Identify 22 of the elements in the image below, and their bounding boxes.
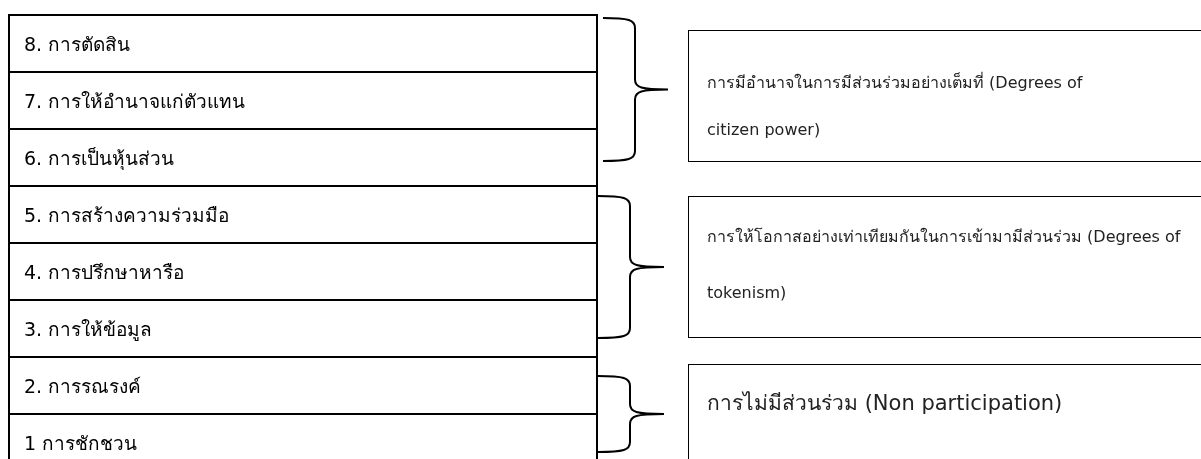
description-text: การมีอำนาจในการมีส่วนร่วมอย่างเต็มที่ (Degrees of citizen power)	[707, 71, 1084, 141]
rung-label: 2. การรณรงค์	[24, 373, 142, 399]
ladder-rung-box	[8, 413, 598, 459]
ladder-rung-box	[8, 356, 598, 415]
ladder-rung-box	[8, 242, 598, 301]
rung-label: 1 การชักชวน	[24, 431, 138, 456]
description-text: การให้โอกาสอย่างเท่าเทียมกันในการเข้ามามีส่วนร่วม (Degrees of tokenism)	[707, 226, 1182, 304]
description-box	[688, 364, 1201, 459]
rung-label: 6. การเป็นหุ้นส่วน	[24, 145, 175, 172]
ladder-rung-box	[8, 14, 598, 73]
ladder-rung-box	[8, 185, 598, 244]
rung-label: 5. การสร้างความร่วมมือ	[24, 202, 230, 228]
rung-label: 4. การปรึกษาหารือ	[24, 259, 185, 285]
rung-label: 7. การให้อำนาจแก่ตัวแทน	[24, 88, 246, 114]
ladder-rung-box	[8, 299, 598, 358]
rung-label: 3. การให้ข้อมูล	[24, 316, 153, 343]
description-box	[688, 196, 1201, 338]
description-text: การไม่มีส่วนร่วม (Non participation)	[707, 390, 1064, 417]
ladder-rung-box	[8, 71, 598, 130]
description-box	[688, 30, 1201, 162]
ladder-rung-box	[8, 128, 598, 187]
rung-label: 8. การตัดสิน	[24, 31, 131, 57]
